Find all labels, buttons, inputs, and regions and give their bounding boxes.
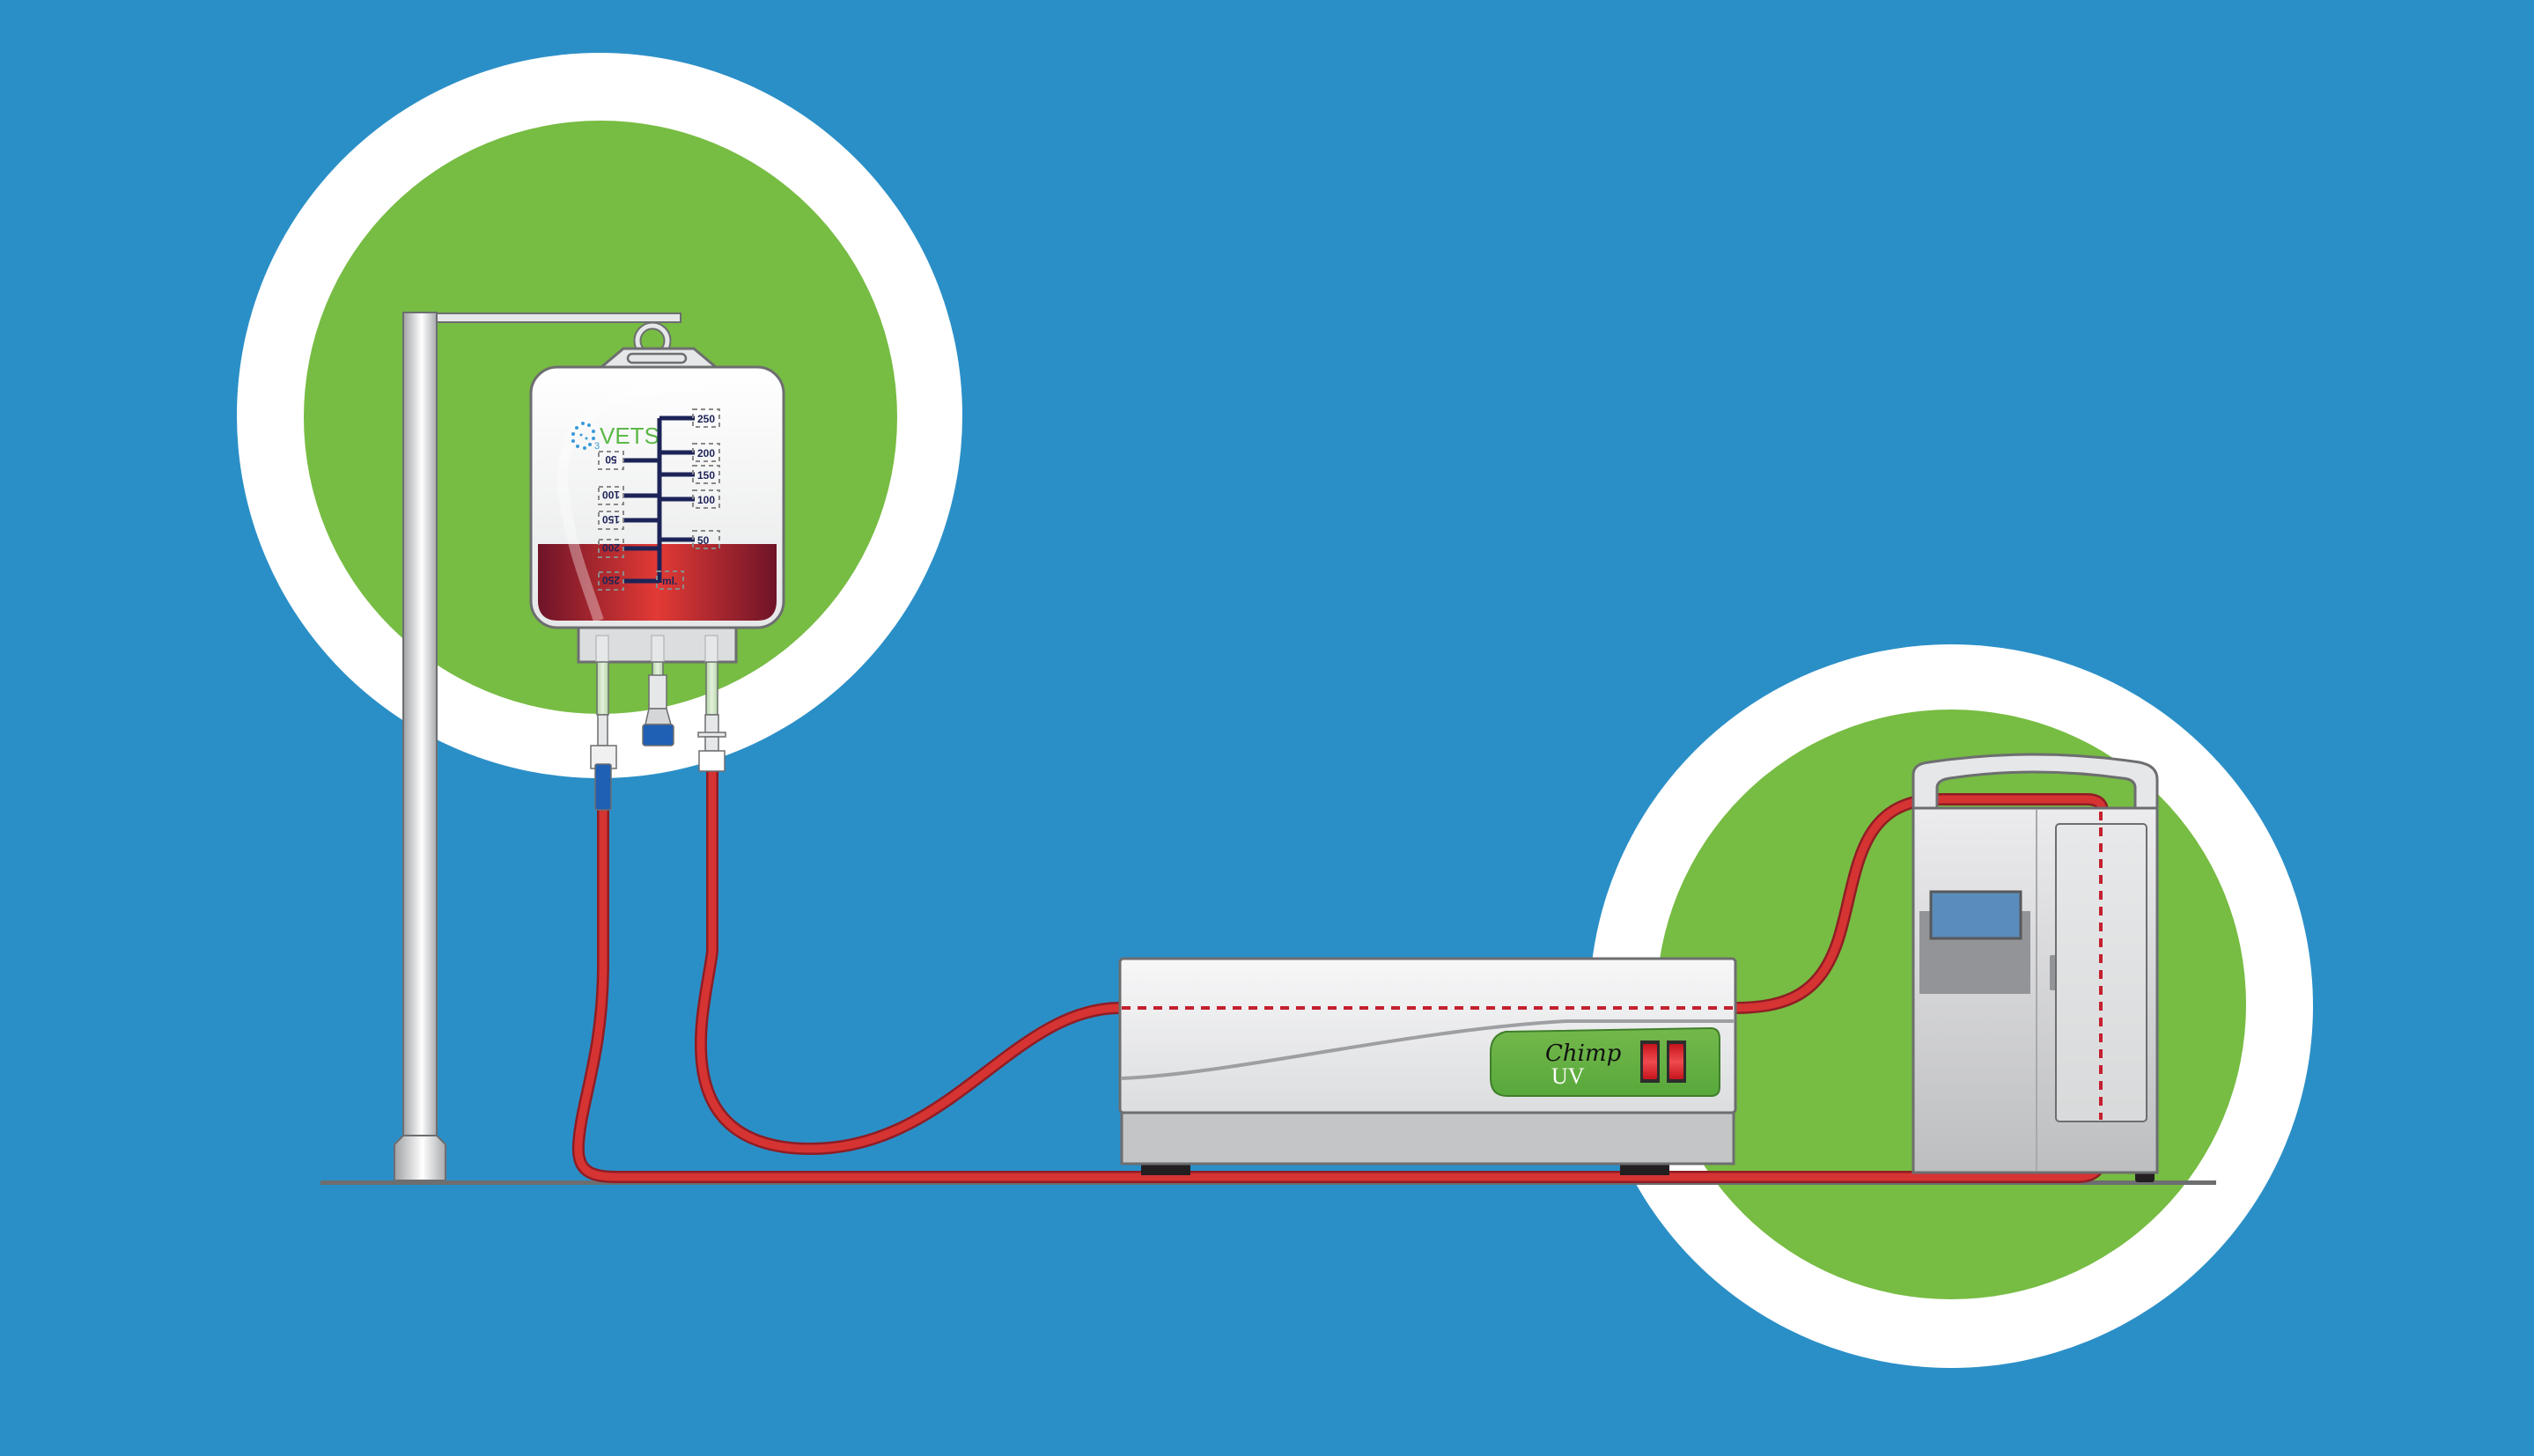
port-right-spike bbox=[704, 736, 719, 752]
scale-label-box bbox=[692, 408, 720, 428]
scale-label-box bbox=[598, 486, 624, 505]
scale-label-left: 100 bbox=[602, 489, 620, 501]
iv-pole bbox=[394, 312, 681, 1181]
uv-foot-right bbox=[1620, 1164, 1669, 1175]
scale-label-box bbox=[692, 530, 720, 549]
pump-handle bbox=[1912, 753, 2159, 812]
uv-control-panel bbox=[1490, 1026, 1720, 1097]
volume-scale: 250 200 150 100 50 50 100 150 200 250 ml. bbox=[598, 408, 720, 591]
iv-pole-arm bbox=[436, 313, 681, 323]
scale-label-box bbox=[692, 443, 720, 462]
scale-label-box bbox=[692, 465, 720, 484]
scale-label-right: 50 bbox=[697, 534, 710, 547]
port-mid-spike bbox=[648, 674, 667, 710]
port-right-connector bbox=[704, 714, 719, 735]
port-right-sleeve bbox=[704, 635, 718, 663]
power-switch-2[interactable] bbox=[1667, 1041, 1686, 1083]
logo-text: VETS bbox=[600, 423, 659, 449]
scale-label-right: 100 bbox=[697, 494, 715, 506]
ozone-dots-icon bbox=[571, 422, 595, 450]
uv-body-contour bbox=[1121, 1019, 1734, 1080]
uv-base bbox=[1120, 1109, 1735, 1166]
port-left-connector bbox=[597, 714, 608, 746]
scale-label-right: 250 bbox=[697, 413, 715, 425]
iv-pole-base bbox=[394, 1135, 446, 1181]
port-mid-blue-cap bbox=[642, 724, 674, 746]
uv-brand-sub: UV bbox=[1551, 1063, 1585, 1089]
port-left-blue-cap bbox=[594, 763, 612, 811]
iv-pole-shaft bbox=[402, 312, 438, 1136]
scale-label-box bbox=[598, 451, 624, 470]
scale-label-right: 150 bbox=[697, 469, 715, 482]
port-right-collar bbox=[698, 750, 726, 772]
unit-label: ml. bbox=[662, 575, 677, 587]
scale-label-box bbox=[598, 511, 624, 530]
uv-foot-left bbox=[1141, 1164, 1190, 1175]
unit-label-box bbox=[656, 570, 684, 590]
tube-uv-to-pump-core bbox=[1732, 795, 2107, 1012]
scale-label-box bbox=[598, 539, 624, 558]
logo-subscript: 3 bbox=[594, 441, 600, 452]
scale-label-box bbox=[692, 489, 720, 509]
port-right-tube bbox=[705, 661, 718, 716]
port-left-sleeve bbox=[595, 635, 609, 663]
bag-ports bbox=[590, 635, 726, 811]
infusion-pump bbox=[1912, 753, 2159, 1182]
scale-label-left: 50 bbox=[605, 453, 617, 466]
scale-label-box bbox=[598, 571, 624, 591]
scale-label-left: 150 bbox=[602, 513, 620, 526]
port-left-tube bbox=[596, 661, 609, 716]
port-mid-sleeve bbox=[651, 635, 665, 663]
chimp-uv-device: Chimp UV bbox=[1118, 957, 1737, 1175]
tube-inlet-to-uv-core bbox=[696, 770, 1121, 1153]
port-mid-flare bbox=[645, 708, 672, 725]
vets-logo: 3 VETS bbox=[571, 422, 659, 452]
blood-bag-tab-slot bbox=[626, 352, 688, 364]
blood-bag: 3 VETS 250 200 150 100 50 50 100 150 200 250 ml. bbox=[529, 347, 785, 811]
blood-bag-inner-tube bbox=[557, 379, 705, 622]
uv-brand-script: Chimp bbox=[1545, 1041, 1622, 1067]
scale-label-right: 200 bbox=[697, 447, 715, 460]
pump-screen[interactable] bbox=[1929, 890, 2022, 940]
scale-label-left: 250 bbox=[602, 574, 620, 586]
scale-label-left: 200 bbox=[602, 541, 620, 554]
power-switch-1[interactable] bbox=[1640, 1041, 1660, 1083]
